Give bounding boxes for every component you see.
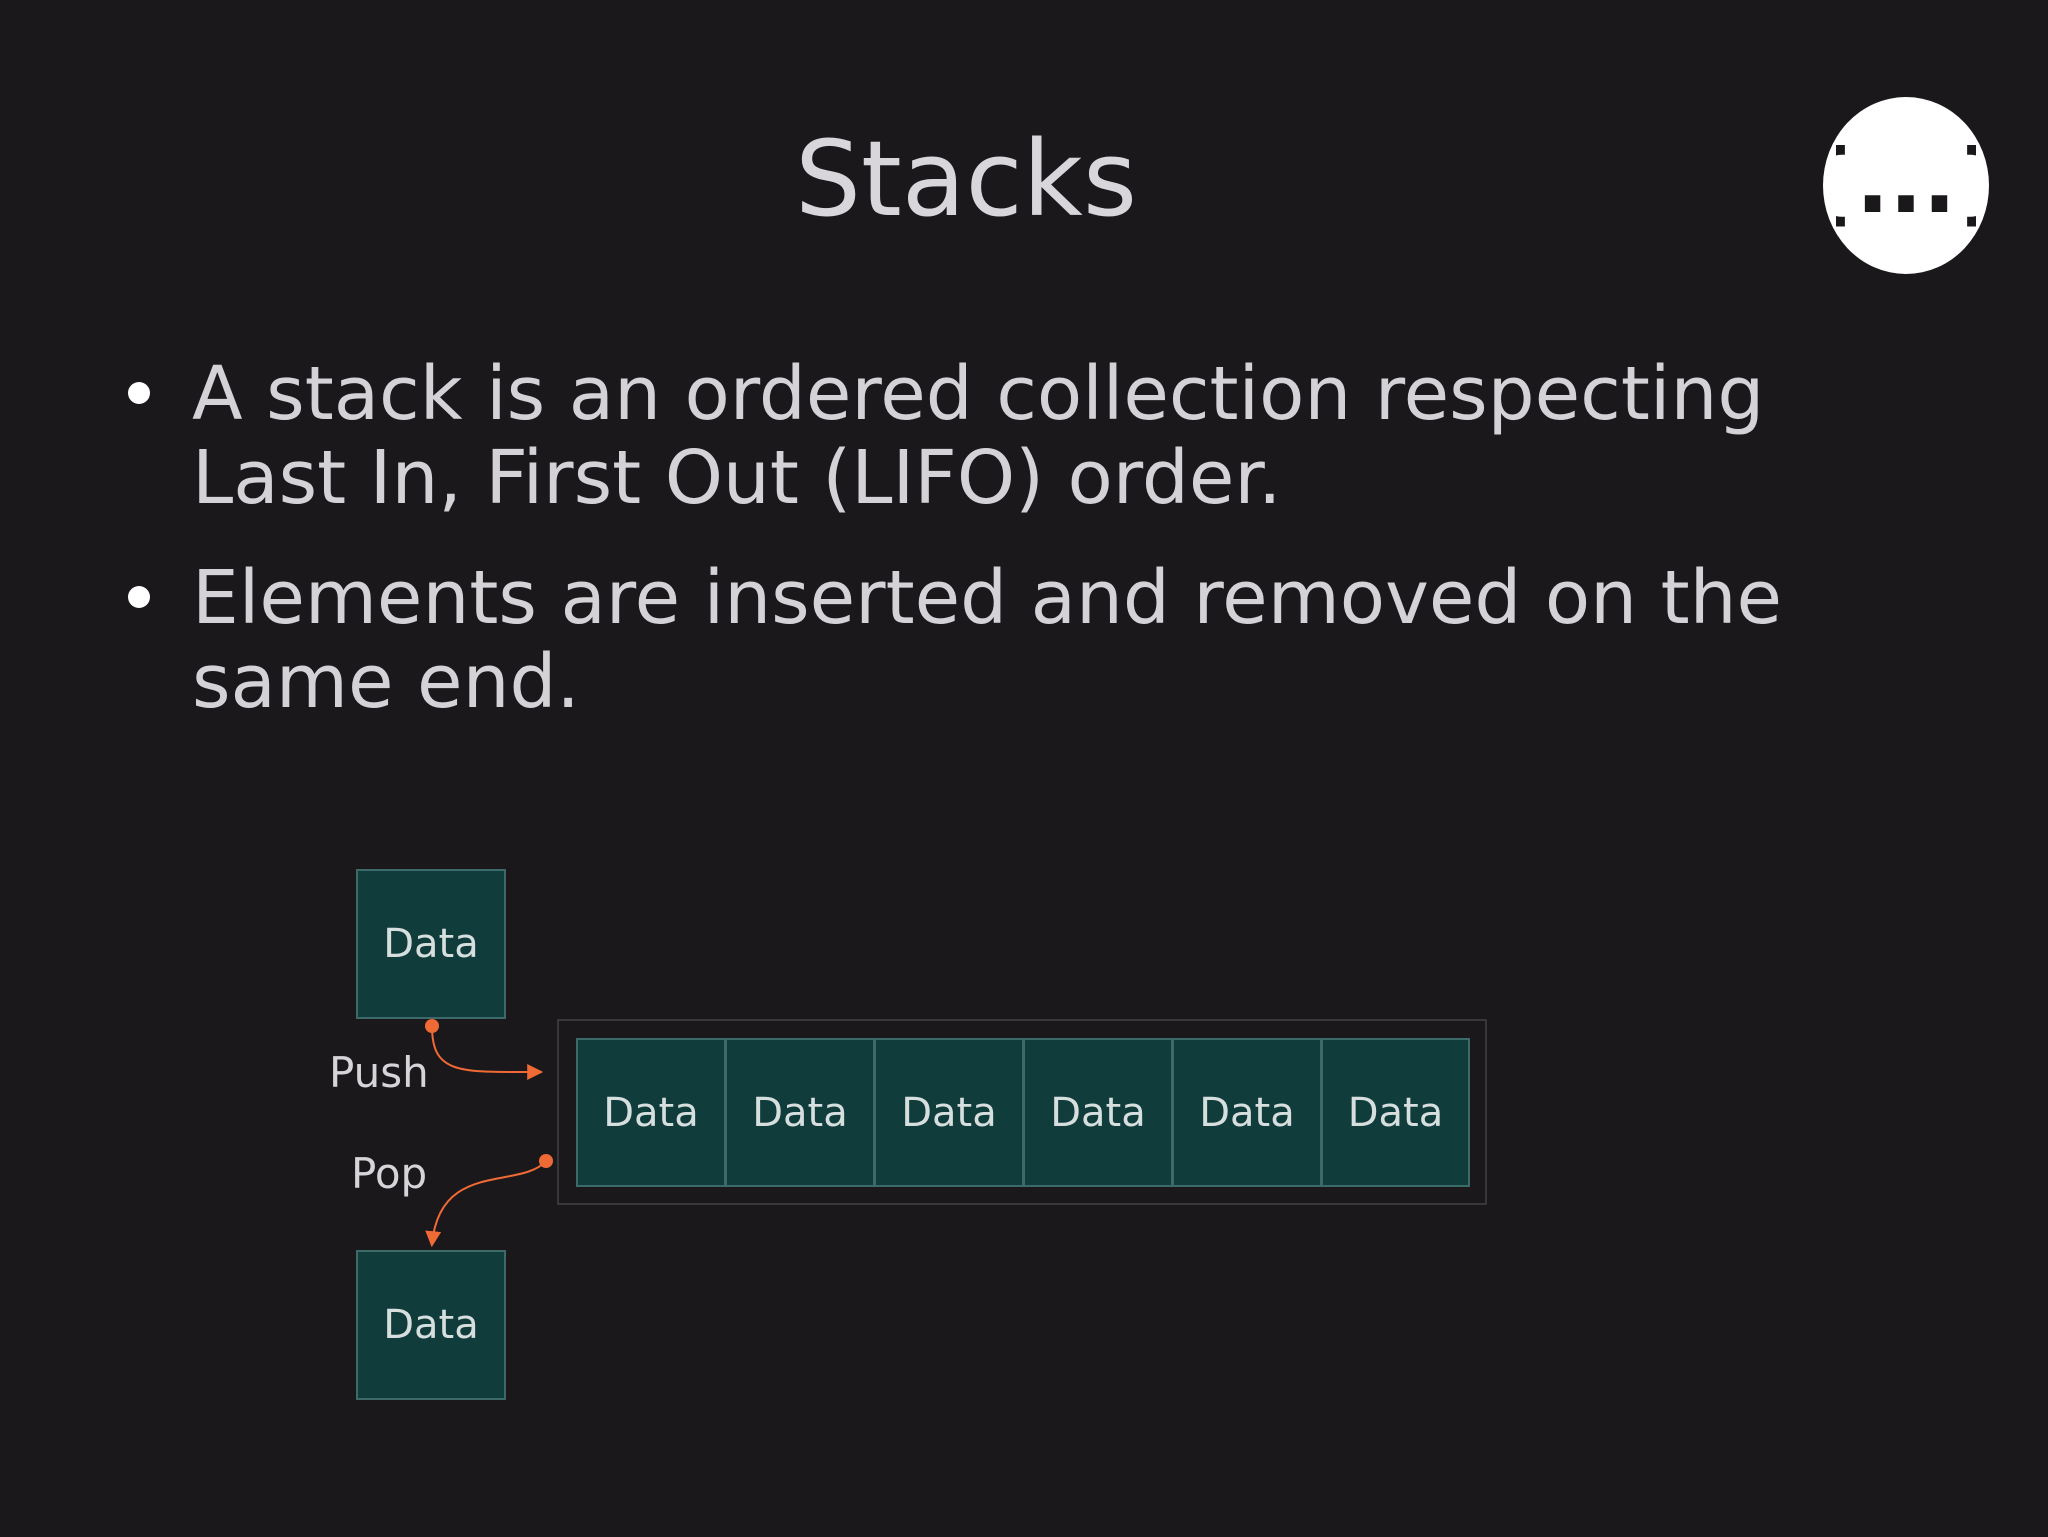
stack-item: Data — [1023, 1038, 1173, 1187]
push-arrow — [425, 1019, 544, 1081]
stack-item: Data — [874, 1038, 1024, 1187]
logo-glyph: {...} — [1836, 130, 1976, 233]
stack-container — [557, 1019, 1487, 1205]
pop-label: Pop — [351, 1149, 428, 1198]
pop-data-box: Data — [356, 1250, 506, 1400]
stack-item: Data — [725, 1038, 875, 1187]
bullet-item: A stack is an ordered collection respect… — [120, 352, 1940, 520]
bullet-dot-icon — [128, 586, 150, 608]
stack-item: Data — [576, 1038, 726, 1187]
slide-title: Stacks — [794, 118, 1138, 240]
stack-item: Data — [1172, 1038, 1322, 1187]
push-data-box: Data — [356, 869, 506, 1019]
bullet-text: A stack is an ordered collection respect… — [192, 351, 1765, 521]
bullet-item: Elements are inserted and removed on the… — [120, 556, 1940, 724]
stack-item: Data — [1321, 1038, 1470, 1187]
push-label: Push — [329, 1048, 429, 1097]
bullet-list: A stack is an ordered collection respect… — [120, 352, 1940, 760]
bullet-text: Elements are inserted and removed on the… — [192, 555, 1783, 725]
braces-logo-icon: {...} — [1823, 97, 1989, 274]
bullet-dot-icon — [128, 382, 150, 404]
pop-arrow — [425, 1154, 553, 1248]
